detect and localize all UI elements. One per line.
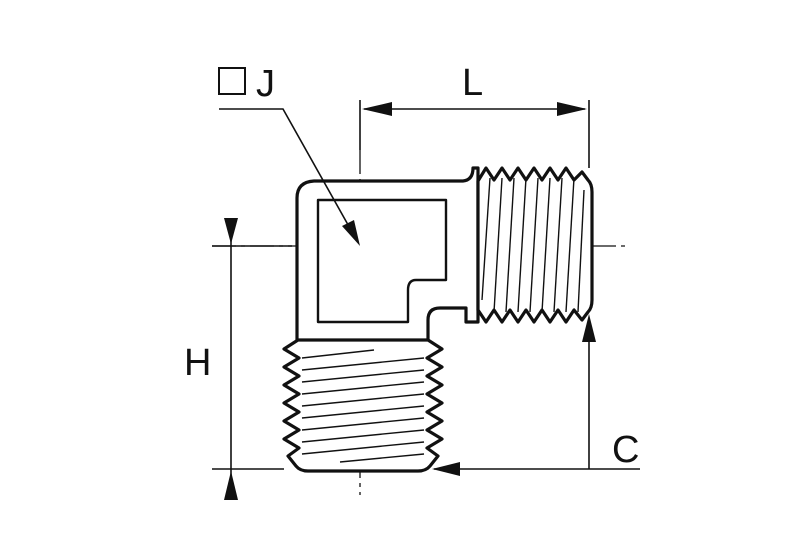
J-leader-arrow (342, 220, 360, 246)
dimension-J (218, 67, 360, 246)
square-symbol (218, 67, 246, 95)
C-arrow-left (432, 462, 460, 476)
L-arrow-right (557, 102, 587, 116)
dimension-L (359, 100, 590, 168)
fitting-body (295, 166, 480, 350)
H-arrow-top (224, 218, 238, 244)
label-C: C (612, 429, 639, 471)
right-thread (476, 166, 594, 324)
right-thread-profile (476, 166, 594, 324)
right-thread-lines (481, 177, 585, 313)
dimension-C (432, 314, 640, 476)
dimension-H (212, 218, 292, 500)
bottom-thread-lines (301, 349, 425, 463)
J-leader-line (219, 108, 357, 240)
bottom-thread (282, 338, 444, 473)
L-arrow-left (362, 102, 392, 116)
label-H: H (184, 342, 211, 384)
C-arrow-up (582, 314, 596, 342)
label-J: J (256, 63, 275, 105)
label-L: L (462, 62, 483, 104)
H-arrow-bottom (224, 471, 238, 500)
